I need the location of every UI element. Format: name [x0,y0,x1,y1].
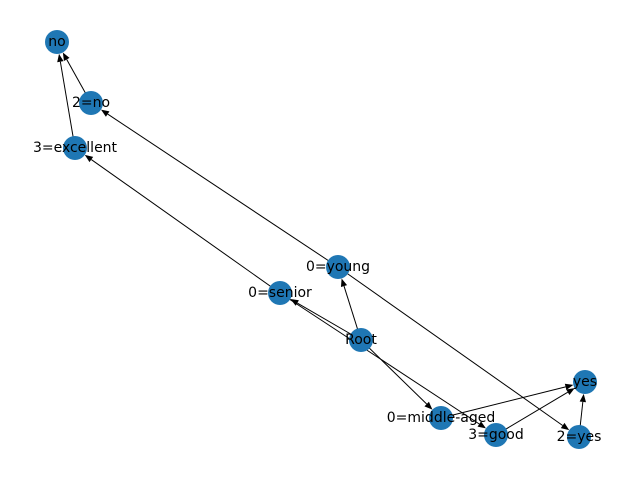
node-0-young: 0=young [306,255,370,279]
node-0-middle-aged: 0=middle-aged [387,406,495,430]
edge-line [297,302,362,341]
edge-line [279,292,480,425]
edge-arrowhead [340,278,348,288]
node-circle [268,281,292,305]
node-root: Root [345,328,377,352]
edge-line [107,113,339,268]
node-label: 0=middle-aged [387,410,495,426]
node-label: yes [573,374,597,390]
edge-line [337,266,563,426]
node-label: no [48,34,65,50]
edge-line [91,159,281,294]
edge-arrowhead [477,421,486,429]
node-label: 3=good [468,427,524,443]
node-circle [349,328,373,352]
edge-3-good-to-yes [495,388,575,436]
edge-line [360,339,428,405]
node-label: 2=yes [557,429,602,445]
node-circle [484,423,508,447]
edge-0-young-to-2-no [100,109,339,268]
node-circle [79,91,103,115]
edge-0-senior-to-3-excellent [84,154,281,294]
edge-arrowhead [566,388,575,395]
edge-line [495,391,569,436]
edge-arrowhead [62,52,70,62]
edge-line [59,61,76,149]
node-circle [63,136,87,160]
node-no: no [45,30,69,54]
node-circle [429,406,453,430]
node-circle [567,425,591,449]
edges-layer [57,52,587,438]
node-label: Root [345,332,377,348]
node-2-no: 2=no [72,91,110,115]
edge-arrowhead [579,393,587,403]
node-yes: yes [573,370,597,394]
edge-arrowhead [424,401,433,410]
node-3-excellent: 3=excellent [33,136,118,160]
edge-0-young-to-2-yes [337,266,570,431]
node-3-good: 3=good [468,423,524,447]
edge-arrowhead [84,154,94,163]
edge-root-to-0-middle-aged [360,339,433,410]
node-circle [573,370,597,394]
node-label: 0=young [306,259,370,275]
node-circle [45,30,69,54]
node-label: 3=excellent [33,140,118,156]
node-2-yes: 2=yes [557,425,602,449]
edge-arrowhead [560,422,570,431]
node-label: 0=senior [248,285,312,301]
node-circle [326,255,350,279]
edge-3-excellent-to-no [57,53,76,149]
edge-0-middle-aged-to-yes [440,383,574,419]
edge-arrowhead [100,109,110,117]
node-0-senior: 0=senior [248,281,312,305]
edge-arrowhead [57,53,64,63]
edge-arrowhead [564,383,574,390]
edge-line [440,386,566,419]
node-label: 2=no [72,95,110,111]
edge-0-senior-to-3-good [279,292,486,429]
